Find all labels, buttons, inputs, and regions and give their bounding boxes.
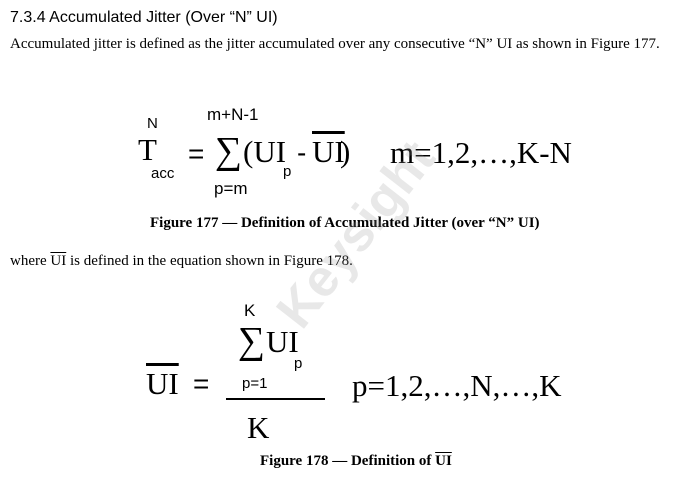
intro-paragraph: Accumulated jitter is defined as the jit… xyxy=(10,36,660,52)
figure-177-caption: Figure 177 — Definition of Accumulated J… xyxy=(150,215,540,231)
sum-upper-limit-k: K xyxy=(244,301,256,320)
equals-sign: = xyxy=(188,138,205,169)
lhs-superscript-n: N xyxy=(147,115,158,132)
term-subscript-p-178: p xyxy=(294,355,303,372)
ui-term-open: (UI xyxy=(243,134,287,169)
summation-sigma-178: ∑ xyxy=(238,320,266,362)
where-prefix: where xyxy=(10,253,51,269)
figure-178-caption: Figure 178 — Definition of UI xyxy=(260,454,452,469)
sum-lower-limit-p1: p=1 xyxy=(242,375,268,392)
index-range-p: p=1,2,…,N,…,K xyxy=(352,368,562,403)
lhs-subscript-acc: acc xyxy=(151,165,175,182)
index-range-m: m=1,2,…,K-N xyxy=(390,135,572,170)
mean-ui-lhs: UI xyxy=(146,366,179,401)
term-subscript-p: p xyxy=(283,163,292,180)
section-heading: 7.3.4 Accumulated Jitter (Over “N” UI) xyxy=(10,9,278,26)
equals-sign-178: = xyxy=(193,368,210,399)
figure-178-caption-prefix: Figure 178 — Definition of xyxy=(260,453,436,469)
mean-ui-term: UI xyxy=(312,134,345,169)
sum-lower-limit: p=m xyxy=(214,179,248,198)
ui-term-178: UI xyxy=(266,324,299,359)
lhs-base-t: T xyxy=(138,132,157,167)
figure-178-ui-symbol: UI xyxy=(435,453,452,469)
close-paren: ) xyxy=(340,134,351,169)
where-paragraph: where UI is defined in the equation show… xyxy=(10,254,353,269)
summation-sigma: ∑ xyxy=(215,130,243,172)
fraction-bar xyxy=(226,398,325,400)
where-ui-symbol: UI xyxy=(50,253,67,269)
minus-sign: - xyxy=(297,137,307,168)
sum-upper-limit: m+N-1 xyxy=(207,105,259,124)
watermark: Keysight xyxy=(265,130,447,339)
denominator-k: K xyxy=(247,410,270,445)
where-suffix: is defined in the equation shown in Figu… xyxy=(66,253,353,269)
